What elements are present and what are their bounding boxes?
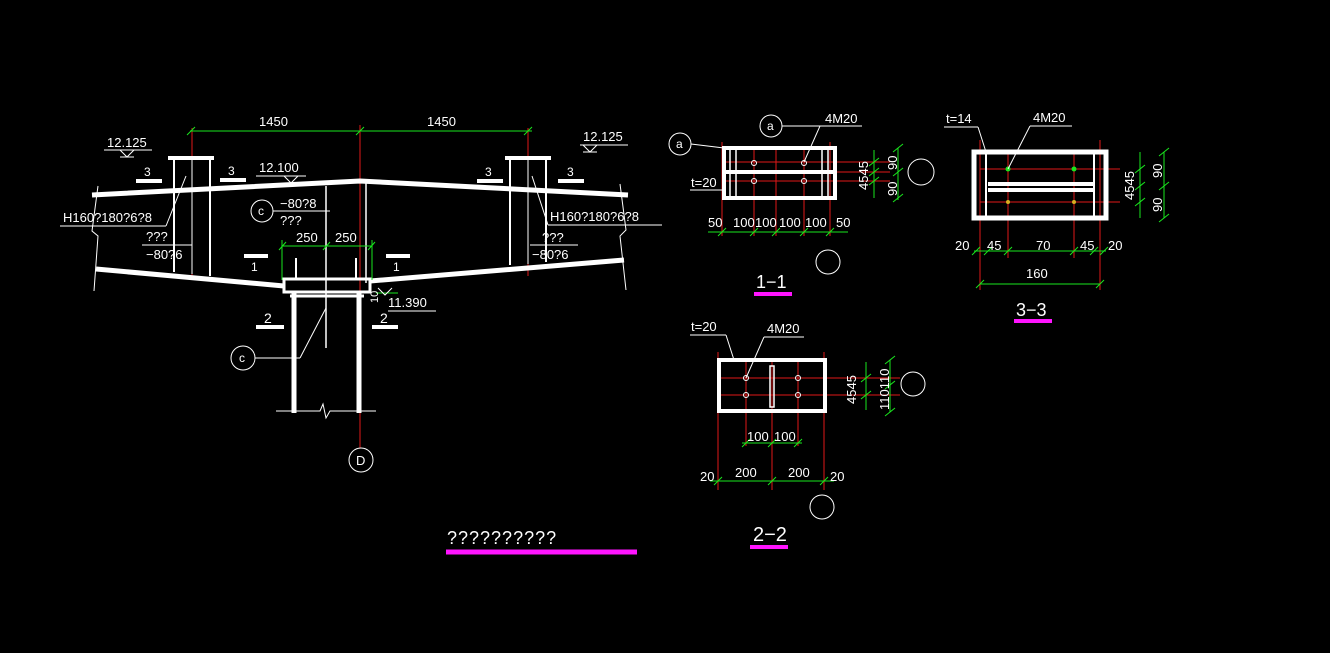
elevation-mark-right: 12.125 — [580, 129, 628, 153]
svg-text:90: 90 — [885, 182, 900, 196]
svg-text:??????????: ?????????? — [447, 528, 557, 548]
svg-text:c: c — [258, 204, 264, 218]
svg-text:11.390: 11.390 — [388, 295, 427, 310]
svg-text:4M20: 4M20 — [767, 321, 800, 336]
svg-text:90: 90 — [1150, 164, 1165, 178]
svg-text:D: D — [356, 453, 365, 468]
svg-text:2: 2 — [264, 310, 272, 326]
svg-text:20: 20 — [830, 469, 844, 484]
section-3-3-title: 3−3 — [1016, 300, 1047, 320]
svg-text:20: 20 — [955, 238, 969, 253]
dimension-top: 1450 1450 — [186, 114, 533, 136]
dim-1450-left: 1450 — [259, 114, 288, 129]
dim-250-right: 250 — [335, 230, 357, 245]
svg-text:110110: 110110 — [877, 369, 892, 410]
section-1-1: 50 100 100 100 100 50 4545 90 90 t=20 a … — [668, 111, 935, 296]
svg-text:−80?6: −80?6 — [146, 247, 183, 262]
svg-text:45: 45 — [1080, 238, 1094, 253]
ridge-elevation: 1450 1450 — [60, 114, 662, 473]
svg-text:???: ??? — [146, 229, 168, 244]
svg-text:160: 160 — [1026, 266, 1048, 281]
svg-text:4M20: 4M20 — [825, 111, 858, 126]
svg-text:2: 2 — [380, 310, 388, 326]
svg-text:3: 3 — [567, 165, 574, 179]
svg-text:100: 100 — [733, 215, 755, 230]
marker-c-upper: c −80?8 ??? — [250, 196, 330, 228]
drawing-title: ?????????? — [446, 528, 637, 555]
svg-text:200: 200 — [788, 465, 810, 480]
svg-text:−80?6: −80?6 — [532, 247, 569, 262]
svg-text:20: 20 — [1108, 238, 1122, 253]
elevation-mark-left: 12.125 — [104, 135, 152, 158]
svg-text:100: 100 — [805, 215, 827, 230]
svg-text:???: ??? — [542, 230, 564, 245]
section-cut-1: 1 1 — [244, 254, 410, 274]
svg-text:200: 200 — [735, 465, 757, 480]
section-1-1-title: 1−1 — [756, 272, 787, 292]
section-2-2-title: 2−2 — [753, 524, 787, 546]
svg-text:4545: 4545 — [856, 161, 871, 190]
svg-text:4M20: 4M20 — [1033, 110, 1066, 125]
svg-text:100: 100 — [755, 215, 777, 230]
section-2-2: 100 100 20 200 200 20 4545 110110 t=20 4… — [690, 319, 926, 549]
grid-bubble-d: D — [348, 447, 374, 473]
elevation-mark-ridge: 12.100 — [256, 160, 306, 184]
svg-text:45: 45 — [987, 238, 1001, 253]
svg-text:H160?180?6?8: H160?180?6?8 — [550, 209, 639, 224]
svg-text:1: 1 — [251, 260, 258, 274]
svg-text:a: a — [767, 119, 774, 133]
svg-text:20: 20 — [700, 469, 714, 484]
beam-label-right: H160?180?6?8 ??? −80?6 — [530, 175, 662, 262]
dimension-column: 250 250 — [278, 230, 376, 280]
section-3-3: 20 45 70 45 20 160 4545 90 90 t=14 4M20 … — [944, 110, 1170, 323]
svg-text:−80?8: −80?8 — [280, 196, 317, 211]
svg-text:c: c — [239, 351, 245, 365]
svg-text:a: a — [676, 137, 683, 151]
svg-text:12.125: 12.125 — [107, 135, 147, 150]
section-cut-3: 3 3 3 3 — [136, 164, 584, 183]
svg-text:1: 1 — [393, 260, 400, 274]
svg-text:90: 90 — [885, 156, 900, 170]
dim-1450-right: 1450 — [427, 114, 456, 129]
svg-text:t=14: t=14 — [946, 111, 972, 126]
svg-text:H160?180?6?8: H160?180?6?8 — [63, 210, 152, 225]
section-cut-2: 2 2 — [256, 310, 398, 329]
svg-text:70: 70 — [1036, 238, 1050, 253]
svg-text:50: 50 — [836, 215, 850, 230]
svg-text:50: 50 — [708, 215, 722, 230]
svg-text:100: 100 — [747, 429, 769, 444]
svg-text:t=20: t=20 — [691, 175, 717, 190]
svg-text:10: 10 — [369, 291, 381, 303]
svg-text:3: 3 — [228, 164, 235, 178]
svg-text:4545: 4545 — [1122, 171, 1137, 200]
svg-text:3: 3 — [485, 165, 492, 179]
svg-text:4545: 4545 — [844, 375, 859, 404]
svg-text:100: 100 — [779, 215, 801, 230]
svg-text:???: ??? — [280, 213, 302, 228]
beam-label-left: H160?180?6?8 ??? −80?6 — [60, 175, 192, 262]
elevation-mark-base: 11.390 10 — [369, 287, 436, 312]
svg-text:t=20: t=20 — [691, 319, 717, 334]
svg-text:12.100: 12.100 — [259, 160, 299, 175]
svg-text:3: 3 — [144, 165, 151, 179]
svg-text:90: 90 — [1150, 198, 1165, 212]
svg-text:12.125: 12.125 — [583, 129, 623, 144]
marker-c-lower: c — [230, 307, 327, 371]
svg-text:100: 100 — [774, 429, 796, 444]
dim-250-left: 250 — [296, 230, 318, 245]
